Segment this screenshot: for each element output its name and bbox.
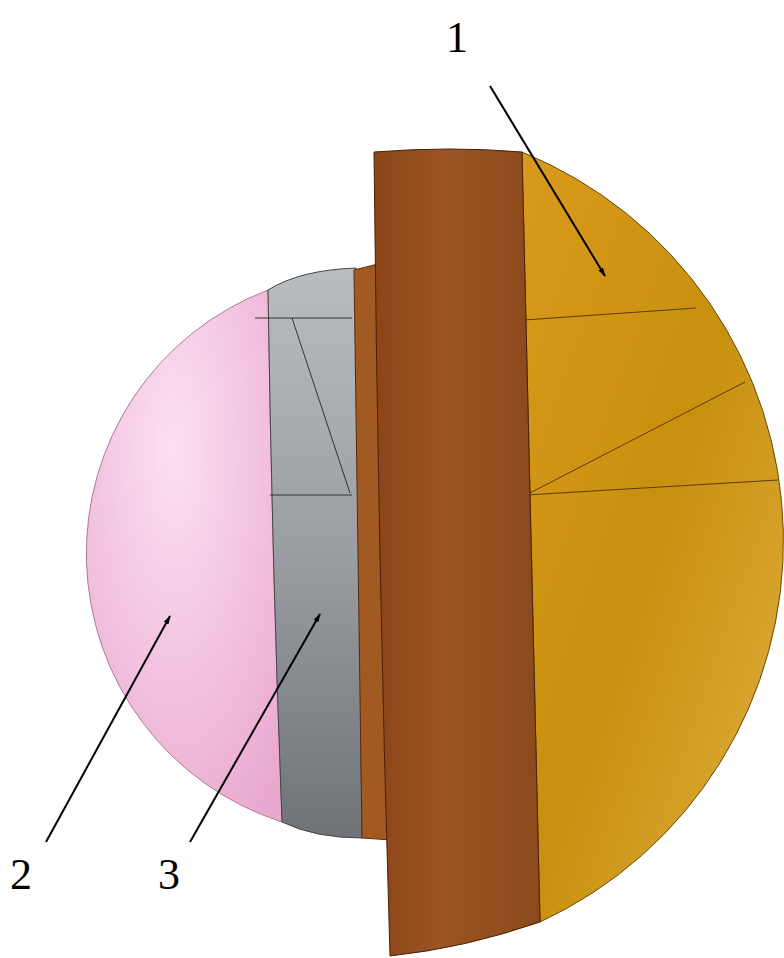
brown-band bbox=[374, 149, 540, 956]
pink-cap bbox=[86, 290, 282, 822]
gold-line bbox=[526, 382, 745, 495]
callout-number: 2 bbox=[10, 853, 32, 897]
grey-line bbox=[270, 495, 352, 496]
grey-line bbox=[292, 318, 350, 493]
leader-line bbox=[190, 614, 320, 842]
leader-line bbox=[490, 86, 605, 276]
callout-number: 3 bbox=[158, 853, 180, 897]
callout-number: 1 bbox=[446, 16, 468, 60]
grey-band bbox=[268, 268, 362, 838]
gold-line bbox=[526, 480, 778, 495]
grey-line bbox=[255, 318, 352, 319]
gold-line bbox=[524, 308, 696, 320]
leader-line bbox=[46, 616, 170, 842]
gold-hemisphere bbox=[522, 152, 783, 922]
